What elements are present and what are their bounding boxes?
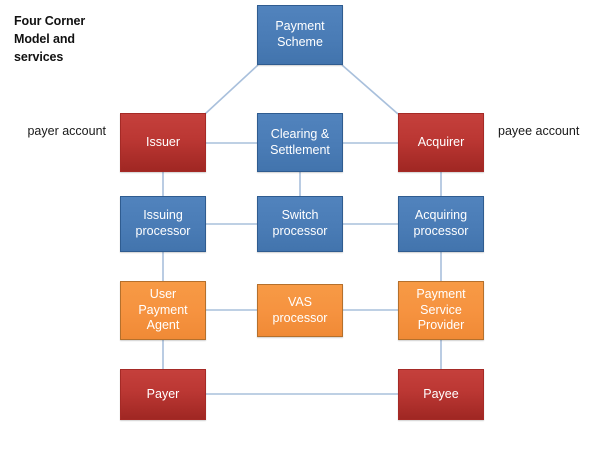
node-payee[interactable]: Payee <box>398 369 484 420</box>
node-clearing-settlement[interactable]: Clearing & Settlement <box>257 113 343 172</box>
node-payment-scheme-label: Payment Scheme <box>275 19 325 49</box>
node-vas-processor[interactable]: VAS processor <box>257 284 343 337</box>
edge-scheme-issuer <box>204 64 259 115</box>
node-payment-service-provider[interactable]: Payment Service Provider <box>398 281 484 340</box>
node-payment-scheme[interactable]: Payment Scheme <box>257 5 343 65</box>
node-payment-service-provider-label: Payment Service Provider <box>416 287 466 333</box>
node-user-payment-agent[interactable]: User Payment Agent <box>120 281 206 340</box>
node-acquiring-processor-label: Acquiring processor <box>413 208 469 238</box>
node-issuing-processor-label: Issuing processor <box>135 208 191 238</box>
node-switch-processor[interactable]: Switch processor <box>257 196 343 252</box>
label-payer-account: payer account <box>27 124 106 138</box>
node-clearing-settlement-label: Clearing & Settlement <box>270 126 330 157</box>
node-payer-label: Payer <box>146 386 180 401</box>
node-payer[interactable]: Payer <box>120 369 206 420</box>
edge-scheme-acquirer <box>341 64 399 115</box>
node-user-payment-agent-label: User Payment Agent <box>138 287 188 333</box>
node-issuer-label: Issuer <box>145 134 181 149</box>
node-vas-processor-label: VAS processor <box>272 294 328 325</box>
node-acquirer-label: Acquirer <box>417 134 465 149</box>
node-issuing-processor[interactable]: Issuing processor <box>120 196 206 252</box>
node-payee-label: Payee <box>423 386 459 401</box>
node-switch-processor-label: Switch processor <box>272 208 328 238</box>
node-issuer[interactable]: Issuer <box>120 113 206 172</box>
page-title: Four Corner Model and services <box>14 14 86 65</box>
node-acquiring-processor[interactable]: Acquiring processor <box>398 196 484 252</box>
label-payee-account: payee account <box>498 124 580 138</box>
node-acquirer[interactable]: Acquirer <box>398 113 484 172</box>
